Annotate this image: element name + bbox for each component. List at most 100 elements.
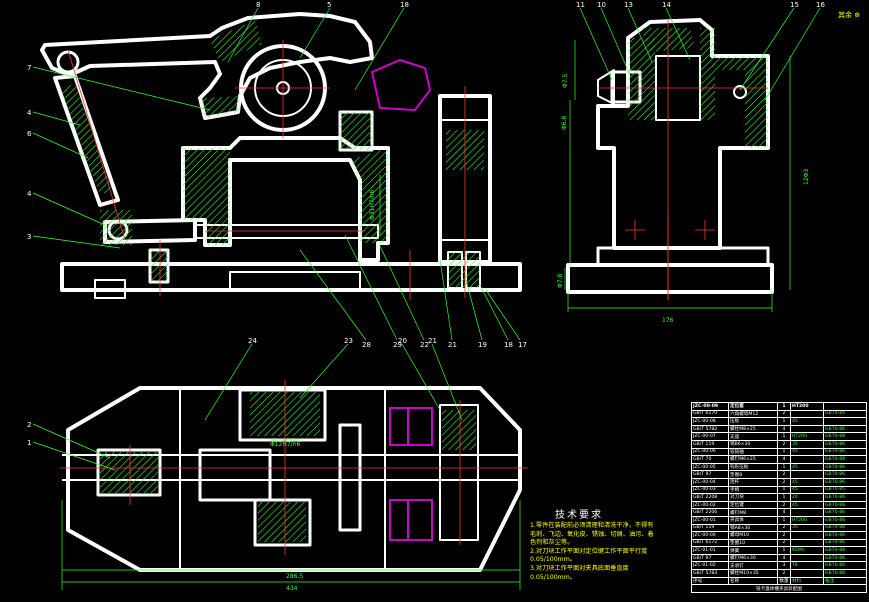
bom-cell: 定位套	[728, 402, 778, 411]
bom-cell	[790, 569, 824, 578]
bom-cell: JZC-00-06	[691, 447, 729, 457]
bom-cell: 垫圈10	[728, 538, 778, 548]
bom-cell: 2	[777, 470, 791, 479]
bom-cell: 2	[777, 409, 791, 419]
bom-cell: GB/T 5783	[691, 569, 729, 578]
bom-cell: 35	[790, 439, 824, 449]
bom-cell: 2	[777, 538, 791, 548]
callout-20: 20	[398, 337, 407, 345]
dim-side-bottom: 176	[662, 317, 674, 324]
dim-side-mid: Φ6.8	[561, 116, 568, 130]
bom-cell: 1	[777, 402, 791, 411]
right-upright	[438, 94, 492, 264]
callout-10: 10	[597, 1, 606, 9]
bom-cell: GB/T 97	[691, 470, 729, 479]
bom-cell: GB70-88	[823, 569, 867, 578]
bom-cell: 1	[777, 432, 791, 441]
front-leaders	[32, 7, 521, 341]
bom-cell: GB/T 2206	[691, 508, 729, 517]
bom-cell: JZC-00-03	[691, 485, 729, 495]
callout-13: 13	[624, 1, 633, 9]
bom-cell	[790, 553, 824, 563]
bom-cell: 4	[777, 508, 791, 517]
bom-cell: HT200	[790, 432, 824, 441]
callout-15: 15	[790, 1, 799, 9]
bom-cell: GB70-88	[823, 546, 867, 555]
bom-cell: 45	[790, 462, 824, 472]
bom-cell: JZC-01-01	[691, 546, 729, 555]
plan-callouts: 24 23 20 21 2 1	[27, 337, 437, 447]
bom-cell: 夹具体	[728, 515, 778, 525]
tech-requirements: 1.零件在装配前必须清理和清洗干净，不得有 毛刺、飞边、氧化皮、锈蚀、切屑、油污…	[530, 522, 690, 582]
bom-cell: JZC-00-04	[691, 477, 729, 487]
bom-cell: GB70-86	[823, 553, 867, 563]
bom-cell: GB70-86	[823, 439, 867, 449]
bom-cell: GB/T 2208	[691, 493, 729, 502]
bom-cell: GB70-88	[823, 523, 867, 533]
bom-cell: HT200	[790, 402, 824, 411]
bom-cell: GB70-86	[823, 538, 867, 548]
dim-plan-mid: Φ12H7/n6	[270, 441, 301, 448]
bom-cell: GB70-86	[823, 477, 867, 487]
bom-cell: 铰链轴	[728, 447, 778, 457]
bom-cell: GB/T 70	[691, 455, 729, 464]
bom-cell: GB70-86	[823, 470, 867, 479]
bom-cell: 1	[777, 485, 791, 495]
bom-cell: 1	[777, 417, 791, 426]
bom-cell: JZC-00-05	[691, 462, 729, 472]
dim-side-top: Φ7.5	[562, 74, 569, 88]
bom-cell: 数量	[777, 576, 791, 586]
callout-14: 14	[662, 1, 671, 9]
tech-line: 毛刺、飞边、氧化皮、锈蚀、切屑、油污、着	[530, 530, 654, 538]
callout-28: 28	[362, 341, 371, 349]
dim-side-base: Φ7.8	[557, 274, 564, 288]
dim-plan-outer: 434	[286, 585, 298, 592]
bom-cell: 序号	[691, 576, 729, 586]
callout-17: 17	[518, 341, 527, 349]
tech-line: 2.对刀块工作平面对定位键工作平面平行度	[530, 547, 648, 555]
callout-4: 4	[27, 109, 32, 117]
bom-cell	[790, 470, 824, 479]
bom-cell: GB/T 6172	[691, 538, 729, 548]
callout-18: 18	[400, 1, 409, 9]
plan-view	[62, 386, 522, 572]
callout-18b: 18	[504, 341, 513, 349]
bom-cell: 45	[790, 477, 824, 487]
bom-cell: GB70-86	[823, 447, 867, 457]
bom-cell: 45	[790, 485, 824, 495]
callout-5: 5	[327, 1, 331, 9]
bom-cell: 螺母M10	[728, 531, 778, 540]
link	[53, 74, 120, 207]
bom-cell: 手柄	[728, 485, 778, 495]
plan-hatching	[100, 392, 476, 542]
bom-footer-row: 铣卡盘体槽夹具装配图	[691, 584, 867, 593]
bom-cell: 销A8×30	[728, 523, 778, 533]
bom-cell: GB70-86	[823, 531, 867, 540]
bom-cell: 定位键	[728, 500, 778, 510]
bom-cell: JZC-00-07	[691, 432, 729, 441]
bom-cell: 45	[790, 447, 824, 457]
bom-cell: 压板	[728, 417, 778, 426]
bom-cell: 4	[777, 424, 791, 434]
bom-cell: 3	[777, 561, 791, 571]
dimension-texts: Φ7.5 Φ6.8 12Φ3 Φ7.8 176 Φ31H7/n6 Φ12H7/n…	[270, 74, 810, 592]
bom-cell: HT200	[790, 515, 824, 525]
tech-requirements-title: 技术要求	[555, 510, 603, 521]
bom-cell: 45	[790, 417, 824, 426]
bom-cell: 2	[777, 569, 791, 578]
clamp-arm	[40, 12, 374, 120]
